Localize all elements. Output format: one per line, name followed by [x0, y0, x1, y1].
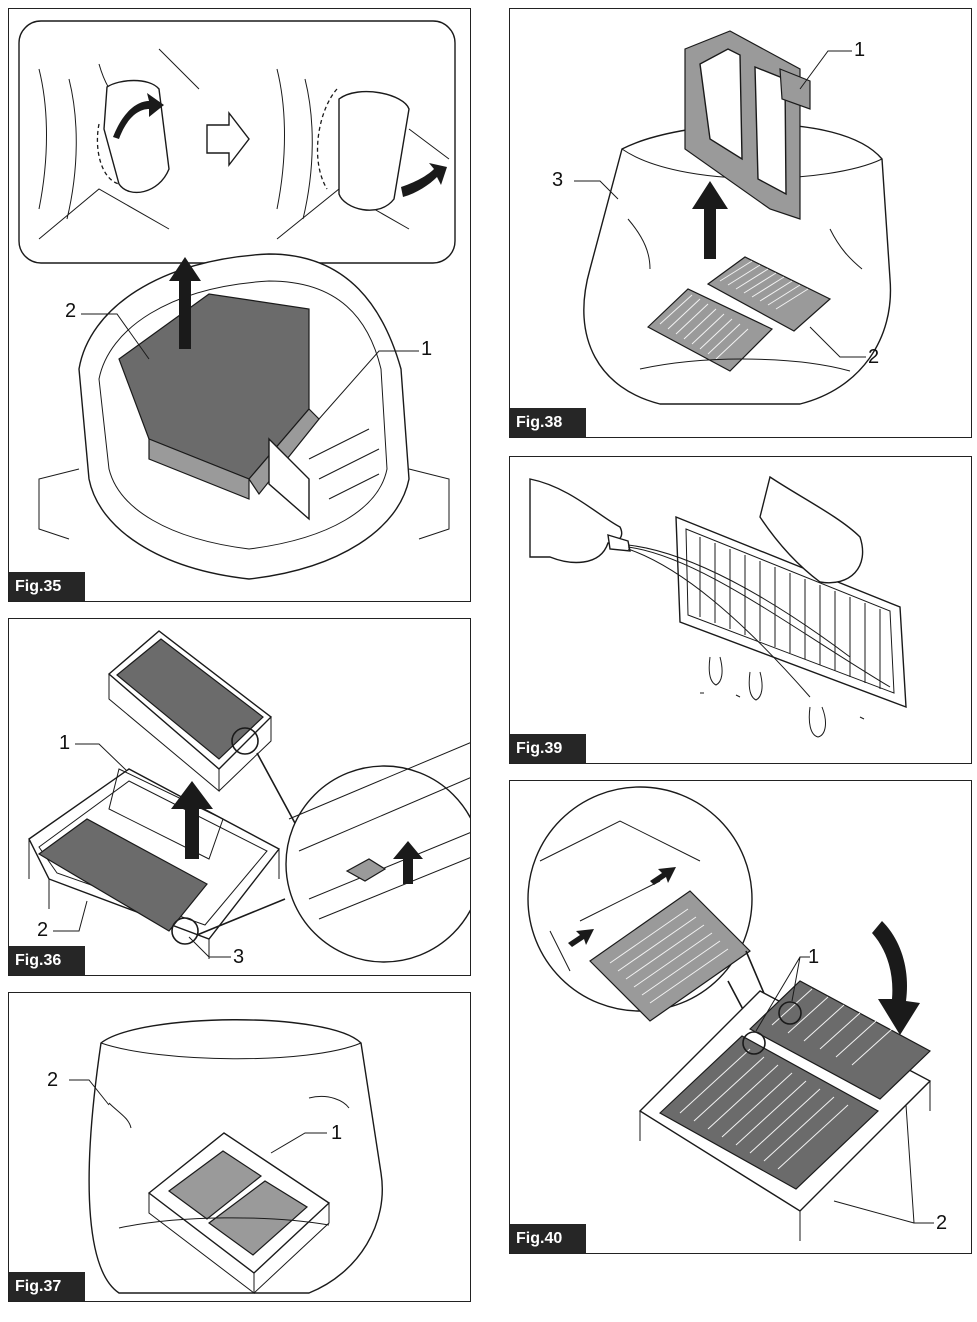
insert-arrow-icon-lower — [568, 929, 594, 947]
callout-1: 1 — [421, 338, 433, 360]
callout-2-leader — [833, 1104, 934, 1224]
callout-1: 1 — [808, 946, 820, 968]
callout-1: 1 — [59, 732, 71, 754]
figure-35-illustration — [18, 20, 456, 580]
press-down-arrow-icon — [872, 921, 920, 1035]
callout-2: 2 — [47, 1069, 59, 1091]
clip-highlight-lower — [171, 917, 199, 945]
release-tab — [345, 858, 387, 882]
figure-39-label: Fig.39 — [510, 734, 586, 763]
figure-35-panel: 2 1 Fig.35 — [8, 8, 471, 602]
tab-highlight-left — [742, 1031, 766, 1055]
callout-1-leader — [270, 1132, 327, 1154]
figure-35-label: Fig.35 — [9, 572, 85, 601]
figure-38-panel: 1 3 2 Fig.38 — [509, 8, 972, 438]
callout-2-leader — [69, 1079, 110, 1106]
callout-3: 3 — [233, 946, 245, 968]
callout-2-leader — [53, 900, 88, 932]
callout-1: 1 — [854, 39, 866, 61]
figure-36-illustration — [28, 630, 470, 963]
callout-2: 2 — [65, 300, 77, 322]
rotate-arrow-icon — [113, 93, 164, 139]
figure-40-label: Fig.40 — [510, 1224, 586, 1253]
release-arrow-icon — [401, 163, 447, 197]
hand-on-filter — [759, 475, 864, 584]
step-arrow-icon — [206, 110, 250, 168]
lift-arrow-icon — [171, 781, 213, 859]
figure-38-illustration — [574, 30, 892, 405]
figure-37-panel: 2 1 Fig.37 — [8, 992, 471, 1302]
lift-arrow-icon — [169, 257, 201, 349]
lift-arrow-icon — [692, 181, 728, 259]
filter-frame — [28, 768, 281, 940]
callout-2: 2 — [936, 1212, 948, 1234]
tab-highlight-right — [778, 1001, 802, 1025]
callout-3-leader — [574, 180, 619, 200]
callout-2: 2 — [37, 919, 49, 941]
filter-in-detail — [589, 890, 751, 1022]
hose-nozzle — [607, 534, 631, 552]
figure-37-label: Fig.37 — [9, 1272, 85, 1301]
callout-1-leader — [318, 350, 419, 420]
seated-filter — [37, 818, 208, 932]
filter-left — [646, 288, 774, 372]
clip-highlight-upper — [231, 727, 259, 755]
filter-right — [706, 256, 832, 332]
callout-1-leader — [755, 956, 810, 1032]
figure-39-illustration — [529, 475, 907, 738]
magnified-detail — [285, 765, 470, 963]
latch-open — [338, 91, 410, 211]
figure-36-panel: 1 2 3 Fig.36 — [8, 618, 471, 976]
callout-3-leader — [188, 936, 231, 958]
figure-38-label: Fig.38 — [510, 408, 586, 437]
callout-1-leader — [799, 50, 852, 90]
hand-with-hose — [529, 478, 623, 564]
insert-arrow-icon-upper — [650, 867, 676, 885]
callout-3: 3 — [552, 169, 564, 191]
callout-1: 1 — [331, 1122, 343, 1144]
callout-2-leader — [81, 313, 150, 360]
callout-2: 2 — [868, 346, 880, 368]
figure-39-panel: Fig.39 — [509, 456, 972, 764]
figure-36-label: Fig.36 — [9, 946, 85, 975]
push-arrow-icon — [393, 841, 423, 884]
figure-40-panel: 1 2 Fig.40 — [509, 780, 972, 1254]
figure-40-illustration — [527, 786, 934, 1241]
filter-right — [748, 980, 932, 1100]
figure-37-illustration — [69, 1019, 383, 1295]
filter-left — [658, 1035, 880, 1190]
callout-2-leader — [809, 326, 866, 358]
callout-1-leader — [75, 743, 128, 772]
